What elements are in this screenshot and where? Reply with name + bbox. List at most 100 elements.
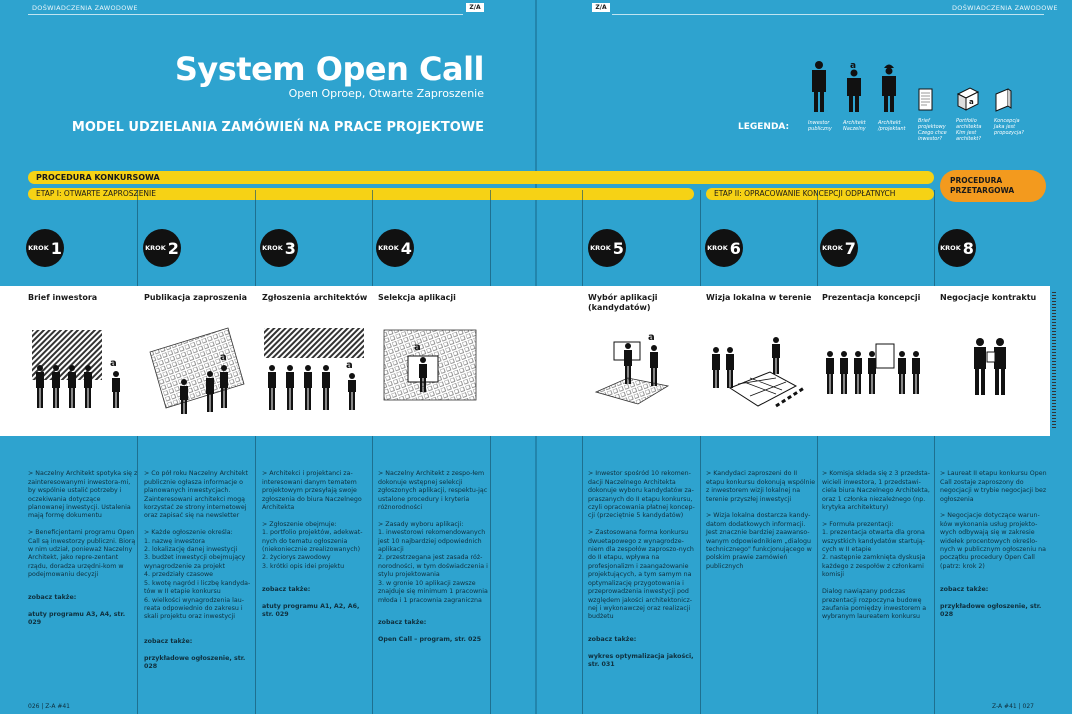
site-visit-illustration [712, 337, 805, 408]
step-5-title: Wybór aplikacji (kandydatów) [588, 293, 658, 312]
stage-1-bar: ETAP I: OTWARTE ZAPROSZENIE [28, 188, 694, 200]
krok-number: 6 [729, 238, 741, 258]
concept-icon [995, 88, 1012, 112]
running-head-right: DOŚWIADCZENIA ZAWODOWE [952, 4, 1058, 12]
scale-ticks [1052, 292, 1056, 430]
see-also-ref: wykres optymalizacja jakości, str. 031 [588, 652, 694, 669]
folio-left: 026 | Z-A #41 [28, 703, 70, 710]
magazine-logo-right: Z/A [592, 3, 610, 12]
description-text: > Architekci i projektanci za-interesowa… [262, 470, 363, 570]
krok-number: 8 [962, 238, 974, 258]
candidate-choice-illustration: a [594, 332, 670, 405]
brief-meeting-illustration: a [32, 330, 120, 408]
column-rule [137, 190, 138, 714]
legend-caption: Koncepcja Jaka jest propozycja? [994, 118, 1024, 136]
publication-illustration: a [149, 327, 245, 414]
step-2-description: > Co pół roku Naczelny Architekt publicz… [144, 462, 254, 680]
see-also-label: zobacz także: [28, 594, 77, 602]
svg-text:a: a [414, 342, 421, 353]
running-head-left: DOŚWIADCZENIA ZAWODOWE [32, 4, 138, 12]
step-2-title: Publikacja zaproszenia [144, 293, 248, 302]
see-also-label: zobacz także: [940, 585, 989, 593]
svg-text:a: a [850, 61, 856, 71]
column-rule [934, 190, 935, 714]
legend-item-portfolio: a Portfolio architekta Kim jest architek… [956, 86, 990, 142]
krok-label: KROK [262, 244, 283, 252]
legend-item-investor: Inwestor publiczny [808, 60, 842, 132]
folio-right: Z-A #41 | 027 [992, 703, 1034, 710]
legend-caption: Architekt /projektant [878, 120, 906, 132]
page-title: System Open Call [174, 50, 485, 88]
description-text: > Inwestor spośród 10 rekomen-dacji Nacz… [588, 470, 695, 621]
portfolio-icon: a [956, 87, 980, 111]
legend-caption: Brief projektowy Czego chce inwestor? [918, 118, 947, 142]
svg-text:a: a [969, 98, 974, 106]
selection-illustration: a [383, 329, 477, 401]
step-4-title: Selekcja aplikacji [378, 293, 456, 302]
concept-presentation-illustration [826, 343, 920, 394]
krok-label: KROK [822, 244, 843, 252]
step-8-title: Negocjacje kontraktu [940, 293, 1037, 302]
description-text: > Kandydaci zaproszeni do II etapu konku… [706, 470, 816, 570]
description-text: > Laureat II etapu konkursu Open Call zo… [940, 470, 1047, 570]
column-rule [255, 190, 256, 714]
svg-text:a: a [220, 352, 227, 363]
svg-text:a: a [110, 358, 117, 369]
column-rule [372, 190, 373, 714]
svg-text:a: a [648, 332, 655, 343]
legend-item-chief-architect: a Architekt Naczelny [843, 60, 877, 132]
page-subtitle: Open Oproep, Otwarte Zaproszenie [288, 87, 484, 100]
procedure-tender-badge: PROCEDURA PRZETARGOWA [940, 170, 1046, 202]
step-5-description: > Inwestor spośród 10 rekomen-dacji Nacz… [588, 462, 698, 678]
see-also-label: zobacz także: [378, 619, 427, 627]
stage-2-bar: ETAP II: OPRACOWANIE KONCEPCJI ODPŁATNYC… [706, 188, 934, 200]
krok-number: 1 [50, 238, 62, 258]
see-also-ref: przykładowe ogłoszenie, str. 028 [940, 602, 1042, 618]
page-headline: MODEL UDZIELANIA ZAMÓWIEŃ NA PRACE PROJE… [71, 120, 484, 135]
krok-number: 4 [400, 238, 412, 258]
see-also-ref: atuty programu A3, A4, str. 029 [28, 610, 126, 627]
step-7-description: > Komisja składa się z 3 przedsta-wiciel… [822, 462, 932, 630]
legend-item-architect: Architekt /projektant [878, 60, 912, 132]
magazine-logo-left: Z/A [466, 3, 484, 12]
krok-label: KROK [378, 244, 399, 252]
see-also-label: zobacz także: [588, 636, 637, 644]
krok-label: KROK [940, 244, 961, 252]
step-6-title: Wizja lokalna w terenie [706, 293, 812, 302]
brief-document-icon [918, 88, 933, 111]
column-rule [817, 190, 818, 714]
see-also-ref: atuty programu A1, A2, A6, str. 029 [262, 602, 360, 618]
legend-item-concept: Koncepcja Jaka jest propozycja? [994, 88, 1028, 136]
description-text: > Naczelny Architekt z zespo-łem dokonuj… [378, 470, 488, 604]
legend-item-brief: Brief projektowy Czego chce inwestor? [918, 88, 952, 142]
krok-label: KROK [590, 244, 611, 252]
see-also-ref: Open Call – program, str. 025 [378, 636, 482, 644]
chief-architect-figure-icon: a [847, 61, 861, 112]
krok-number: 7 [844, 238, 856, 258]
contract-negotiation-illustration [974, 338, 1006, 395]
step-4-description: > Naczelny Architekt z zespo-łem dokonuj… [378, 462, 488, 653]
see-also-label: zobacz także: [144, 638, 193, 646]
legend-label: LEGENDA: [738, 122, 790, 132]
see-also-label: zobacz także: [262, 585, 311, 593]
step-7-title: Prezentacja koncepcji [822, 293, 921, 302]
krok-number: 3 [284, 238, 296, 258]
see-also-ref: przykładowe ogłoszenie, str. 028 [144, 654, 246, 671]
investor-figure-icon [812, 61, 826, 112]
step-6-description: > Kandydaci zaproszeni do II etapu konku… [706, 462, 816, 580]
legend-caption: Portfolio architekta Kim jest architekt? [956, 118, 982, 142]
krok-label: KROK [707, 244, 728, 252]
description-text: > Co pół roku Naczelny Architekt publicz… [144, 470, 251, 621]
krok-label: KROK [28, 244, 49, 252]
header-rule-right [612, 14, 1044, 15]
krok-number: 2 [167, 238, 179, 258]
step-1-title: Brief inwestora [28, 293, 98, 302]
legend-caption: Inwestor publiczny [808, 120, 832, 132]
column-rule [490, 190, 491, 714]
procedure-competition-bar: PROCEDURA KONKURSOWA [28, 171, 934, 184]
